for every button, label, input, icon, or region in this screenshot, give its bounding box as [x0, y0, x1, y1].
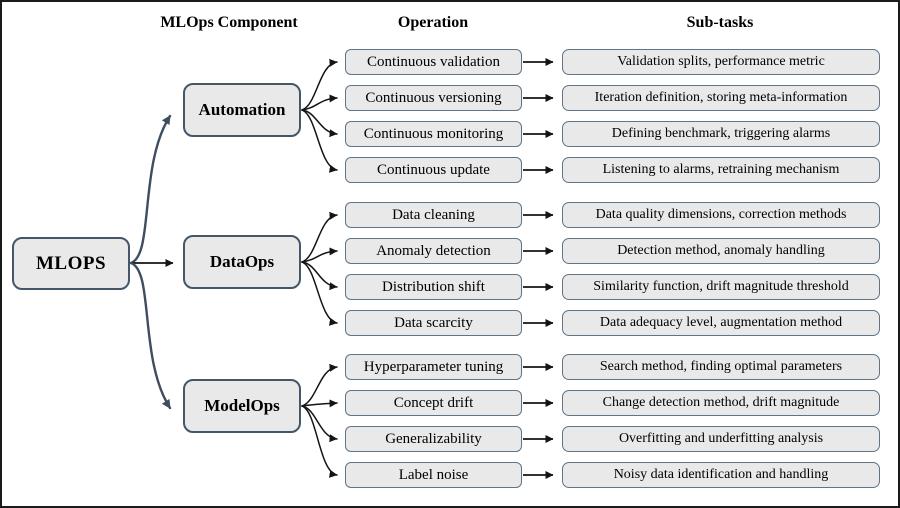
operation-box: Continuous validation	[345, 49, 522, 75]
header-mlops-component: MLOps Component	[160, 14, 298, 31]
operation-box: Generalizability	[345, 426, 522, 452]
header-sub-tasks: Sub-tasks	[686, 14, 754, 31]
operation-box: Concept drift	[345, 390, 522, 416]
header-operation: Operation	[397, 14, 469, 31]
subtask-box: Detection method, anomaly handling	[562, 238, 880, 264]
operation-box: Anomaly detection	[345, 238, 522, 264]
operation-box: Continuous versioning	[345, 85, 522, 111]
operation-box: Data scarcity	[345, 310, 522, 336]
operation-box: Data cleaning	[345, 202, 522, 228]
subtask-box: Search method, finding optimal parameter…	[562, 354, 880, 380]
operation-box: Label noise	[345, 462, 522, 488]
subtask-box: Validation splits, performance metric	[562, 49, 880, 75]
operation-box: Hyperparameter tuning	[345, 354, 522, 380]
subtask-box: Overfitting and underfitting analysis	[562, 426, 880, 452]
operation-box: Continuous update	[345, 157, 522, 183]
root-box-mlops: MLOPS	[12, 237, 130, 290]
component-box-dataops: DataOps	[183, 235, 301, 289]
modelops-fan-arrows	[301, 363, 338, 478]
subtask-box: Defining benchmark, triggering alarms	[562, 121, 880, 147]
subtask-box: Similarity function, drift magnitude thr…	[562, 274, 880, 300]
subtask-box: Data adequacy level, augmentation method	[562, 310, 880, 336]
operation-box: Distribution shift	[345, 274, 522, 300]
subtask-box: Data quality dimensions, correction meth…	[562, 202, 880, 228]
subtask-box: Iteration definition, storing meta-infor…	[562, 85, 880, 111]
operation-box: Continuous monitoring	[345, 121, 522, 147]
subtask-box: Change detection method, drift magnitude	[562, 390, 880, 416]
operation-subtask-arrows	[523, 58, 554, 479]
mlops-fan-arrows	[129, 114, 174, 410]
component-box-modelops: ModelOps	[183, 379, 301, 433]
component-box-automation: Automation	[183, 83, 301, 137]
dataops-fan-arrows	[301, 211, 338, 326]
subtask-box: Listening to alarms, retraining mechanis…	[562, 157, 880, 183]
subtask-box: Noisy data identification and handling	[562, 462, 880, 488]
automation-fan-arrows	[301, 58, 338, 173]
